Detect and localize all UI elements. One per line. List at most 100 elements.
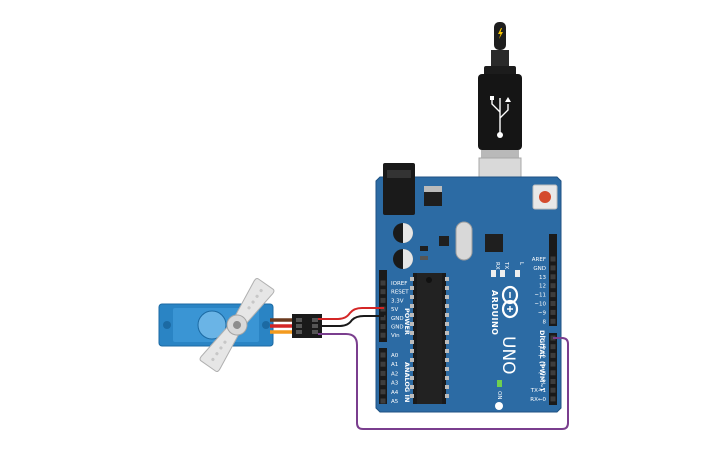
digital-pin[interactable] [550,274,556,280]
power-pin[interactable] [380,297,386,303]
chip-leg [410,322,414,326]
chip-leg [445,376,449,380]
led-label-l: L [518,262,524,266]
digital-pin-label: TX→1 [530,388,546,394]
digital-pin-label: 7 [543,336,547,342]
analog-pin-label: A5 [391,399,399,405]
digital-pin-label: GND [533,266,546,272]
analog-pin[interactable] [380,380,386,386]
digital-pin[interactable] [550,361,556,367]
chip-leg [410,385,414,389]
power-pin[interactable] [380,280,386,286]
lightning-icon [498,28,503,39]
capacitor [393,223,413,243]
power-pin[interactable] [380,289,386,295]
capacitor [393,249,413,269]
chip-leg [410,358,414,362]
digital-pin-label: ~6 [538,345,547,351]
power-header-title: POWER [403,308,411,335]
wire-5v[interactable] [318,307,384,320]
board-model: UNO [498,336,518,375]
crystal-oscillator [455,221,473,261]
power-pin[interactable] [380,306,386,312]
analog-header [379,348,387,404]
chip-leg [445,358,449,362]
power-header [379,270,387,342]
power-pin-label: Vin [391,333,400,339]
chip-leg [410,331,414,335]
digital-pin[interactable] [550,396,556,402]
servo-connector [292,314,322,338]
chip-leg [445,349,449,353]
digital-pin-label: 2 [543,380,547,386]
digital-pin-label: 13 [539,275,546,281]
digital-pin[interactable] [550,301,556,306]
digital-pin[interactable] [550,256,556,262]
power-pin-label: GND [391,325,404,331]
digital-pin[interactable] [550,318,556,324]
digital-pin[interactable] [550,309,556,315]
digital-pin[interactable] [550,379,556,384]
analog-pin[interactable] [380,352,386,358]
chip-leg [445,304,449,308]
infinity-logo-icon [501,285,519,319]
power-pin-label: RESET [391,290,409,296]
digital-pin[interactable] [550,283,556,289]
chip-leg [410,349,414,353]
analog-pin[interactable] [380,370,386,376]
chip-leg [410,277,414,281]
digital-pin[interactable] [550,387,556,393]
servo-horn[interactable] [199,277,275,373]
wire-signal[interactable] [318,333,569,430]
chip-leg [445,331,449,335]
analog-pin-label: A3 [391,381,399,387]
power-pin[interactable] [380,315,386,321]
board-brand: ARDUINO [490,290,499,335]
analog-pin-label: A1 [391,362,398,368]
servo-motor-icon[interactable] [158,277,322,373]
digital-pin[interactable] [550,370,556,376]
dc-power-jack [383,163,415,215]
chip-leg [410,394,414,398]
power-pin-label: 5V [391,307,398,313]
digital-header-top [549,234,557,326]
led-label-rx: RX [494,262,500,270]
digital-pin[interactable] [550,344,556,350]
analog-pin-label: A4 [391,390,399,396]
power-pin[interactable] [380,332,386,338]
digital-pin-label: ~10 [534,302,546,308]
on-label: ON [496,391,502,399]
analog-pin-label: A2 [391,371,398,377]
digital-header-title: DIGITAL (PWM~) [538,330,546,391]
digital-pin-label: AREF [532,257,546,263]
digital-pin[interactable] [550,352,556,358]
digital-pin[interactable] [550,265,556,271]
power-pin-label: GND [391,316,404,322]
digital-pin-label: 12 [539,284,546,290]
status-leds: RX TX L [491,261,524,277]
power-pin[interactable] [380,324,386,329]
chip-leg [445,295,449,299]
analog-pin[interactable] [380,398,386,404]
digital-pin[interactable] [550,292,556,298]
chip-leg [445,394,449,398]
usb-chip [485,234,503,252]
digital-pin-label: RX←0 [530,397,546,403]
chip-leg [445,277,449,281]
reset-button[interactable] [532,184,558,210]
digital-pin-label: ~11 [534,293,546,299]
wire-gnd[interactable] [318,315,384,327]
chip-leg [445,340,449,344]
digital-pin-label: 4 [543,362,547,368]
analog-pin[interactable] [380,389,386,395]
chip-leg [445,385,449,389]
small-chip [439,236,449,246]
digital-pin-label: ~9 [538,310,547,316]
chip-leg [410,313,414,317]
smd-component [420,256,428,260]
chip-leg [445,313,449,317]
power-pin-label: 3.3V [391,298,404,304]
analog-pin[interactable] [380,361,386,367]
